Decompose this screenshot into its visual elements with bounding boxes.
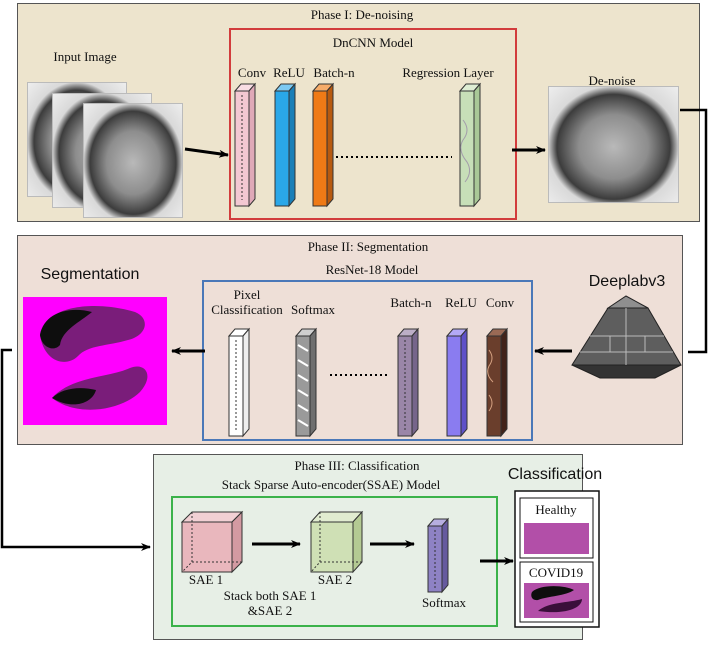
regression-layer	[458, 82, 482, 208]
covid-segmentation-thumbnail	[524, 583, 589, 618]
regression-layer-label: Regression Layer	[402, 65, 494, 80]
covid19-label: COVID19	[528, 565, 584, 580]
pixel-classification-layer	[227, 327, 251, 438]
segmentation-image	[23, 297, 167, 425]
conv-layer-p1	[233, 82, 257, 208]
resnet-model-title: ResNet-18 Model	[325, 262, 419, 277]
sae2-label: SAE 2	[317, 572, 353, 587]
relu-layer-p2	[445, 327, 469, 438]
batchn-layer-p1	[311, 82, 335, 208]
deeplabv3-icon	[571, 295, 682, 379]
input-image-label: Input Image	[53, 49, 117, 64]
denoise-image	[548, 86, 679, 203]
connector-phase2-to-phase3	[0, 348, 151, 551]
relu-layer-p1	[273, 82, 297, 208]
softmax-label-p2: Softmax	[290, 302, 336, 317]
relu-label-p1: ReLU	[273, 65, 305, 80]
softmax-label-p3: Softmax	[421, 595, 467, 610]
softmax-layer-p2	[294, 327, 318, 438]
conv-label-p2: Conv	[485, 295, 515, 310]
ssae-model-title: Stack Sparse Auto-encoder(SSAE) Model	[221, 477, 441, 492]
dncnn-model-box	[229, 28, 517, 220]
conv-label-p1: Conv	[237, 65, 267, 80]
phase2-title: Phase II: Segmentation	[307, 239, 429, 254]
batchn-label-p2: Batch-n	[390, 295, 432, 310]
connector-phase1-to-phase2	[680, 108, 708, 354]
pixel-classification-label: Pixel Classification	[211, 287, 283, 317]
healthy-label: Healthy	[535, 502, 577, 517]
healthy-swatch	[524, 523, 589, 554]
conv-layer-p2	[485, 327, 509, 438]
batchn-layer-p2	[396, 327, 420, 438]
relu-label-p2: ReLU	[445, 295, 477, 310]
resnet-model-box	[202, 280, 533, 441]
arrow-input-to-dncnn	[184, 147, 229, 158]
batchn-label-p1: Batch-n	[313, 65, 355, 80]
softmax-layer-p3	[426, 517, 450, 594]
dncnn-model-title: DnCNN Model	[332, 35, 414, 50]
stack-note: Stack both SAE 1 &SAE 2	[223, 588, 317, 618]
phase3-title: Phase III: Classification	[294, 458, 420, 473]
phase1-title: Phase I: De-noising	[310, 7, 414, 22]
denoise-label: De-noise	[588, 73, 636, 88]
sae1-label: SAE 1	[188, 572, 224, 587]
sae2-cube	[309, 510, 364, 574]
sae1-cube	[180, 510, 244, 574]
classification-label: Classification	[507, 466, 603, 483]
segmentation-label: Segmentation	[40, 266, 140, 283]
input-image-3	[83, 103, 183, 218]
deeplabv3-label: Deeplabv3	[588, 273, 666, 290]
